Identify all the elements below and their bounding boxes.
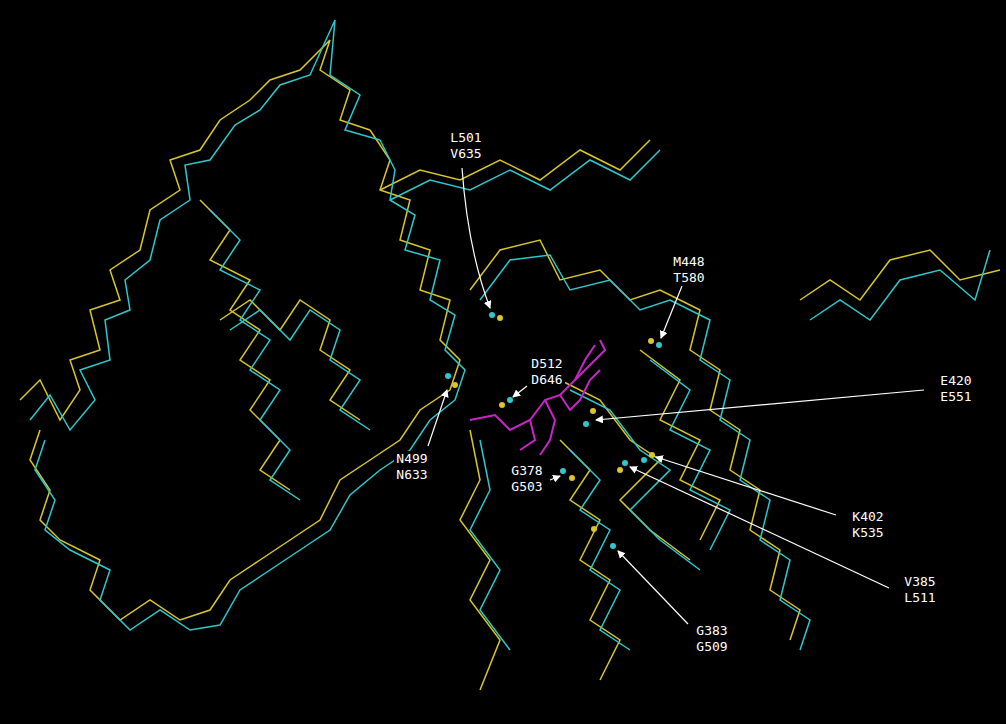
residue-label: G509 [694,639,729,655]
residue-label: E551 [938,389,973,405]
residue-label: M448 [671,254,706,270]
residue-label: N633 [394,467,429,483]
residue-label: D512 [529,356,564,372]
cyan-trace [30,20,990,650]
residue-label: L501 [448,130,483,146]
residue-label: K402 [850,509,885,525]
residue-label: T580 [671,270,706,286]
ligand [470,340,605,455]
leader-lines [428,168,924,624]
residue-label: K535 [850,525,885,541]
residue-label: L511 [902,590,937,606]
residue-label: G503 [509,479,544,495]
residue-label: N499 [394,451,429,467]
residue-dots [445,312,662,549]
residue-label: E420 [938,373,973,389]
residue-label: V385 [902,574,937,590]
residue-label: V635 [448,146,483,162]
residue-label: G383 [694,623,729,639]
residue-label: G378 [509,463,544,479]
residue-label: D646 [529,372,564,388]
yellow-trace [20,40,1000,690]
